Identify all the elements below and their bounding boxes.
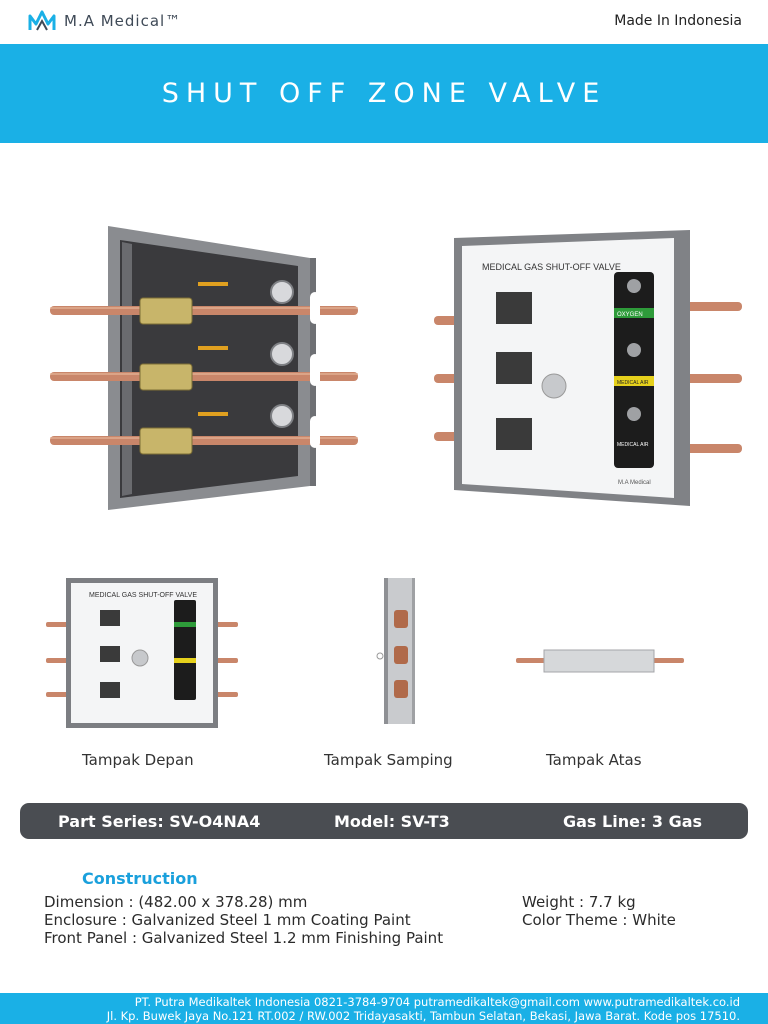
panel-brand: M.A Medical bbox=[618, 480, 651, 486]
front-view-image: MEDICAL GAS SHUT-OFF VALVE bbox=[46, 578, 238, 728]
gas-label-1: OXYGEN bbox=[617, 312, 643, 318]
top-view-image bbox=[516, 649, 684, 673]
brand-logo: M.A Medical™ bbox=[28, 10, 181, 32]
construction-heading: Construction bbox=[82, 869, 198, 888]
footer-contact: PT. Putra Medikaltek Indonesia 0821-3784… bbox=[134, 995, 740, 1009]
gas-line: Gas Line: 3 Gas bbox=[563, 811, 703, 831]
gas-label-2: MEDICAL AIR bbox=[617, 380, 649, 386]
front-view-label: Tampak Depan bbox=[82, 751, 194, 769]
origin-text: Made In Indonesia bbox=[614, 13, 742, 29]
enclosure-spec: Enclosure : Galvanized Steel 1 mm Coatin… bbox=[44, 911, 411, 929]
front-panel-heading: MEDICAL GAS SHUT-OFF VALVE bbox=[89, 592, 197, 599]
front-panel-spec: Front Panel : Galvanized Steel 1.2 mm Fi… bbox=[44, 929, 444, 947]
part-series: Part Series: SV-O4NA4 bbox=[58, 811, 261, 831]
company-footer: PT. Putra Medikaltek Indonesia 0821-3784… bbox=[0, 993, 768, 1024]
page-title: SHUT OFF ZONE VALVE bbox=[161, 78, 607, 109]
panel-heading: MEDICAL GAS SHUT-OFF VALVE bbox=[482, 262, 621, 272]
footer-address: Jl. Kp. Buwek Jaya No.121 RT.002 / RW.00… bbox=[106, 1009, 740, 1023]
model: Model: SV-T3 bbox=[334, 811, 450, 831]
gas-label-3: MEDICAL AIR bbox=[617, 442, 649, 448]
spec-bar: Part Series: SV-O4NA4 Model: SV-T3 Gas L… bbox=[20, 803, 748, 839]
title-banner: SHUT OFF ZONE VALVE bbox=[0, 44, 768, 143]
open-valve-box-image bbox=[50, 226, 358, 510]
ma-logo-icon bbox=[28, 10, 56, 31]
top-view-label: Tampak Atas bbox=[546, 751, 642, 769]
side-view-image bbox=[376, 578, 415, 724]
dimension-spec: Dimension : (482.00 x 378.28) mm bbox=[44, 893, 308, 911]
color-theme-spec: Color Theme : White bbox=[522, 911, 676, 929]
weight-spec: Weight : 7.7 kg bbox=[522, 893, 636, 911]
side-view-label: Tampak Samping bbox=[324, 751, 453, 769]
closed-valve-panel-image: MEDICAL GAS SHUT-OFF VALVE OXYGEN MEDICA… bbox=[434, 230, 742, 506]
brand-name: M.A Medical™ bbox=[64, 12, 182, 30]
